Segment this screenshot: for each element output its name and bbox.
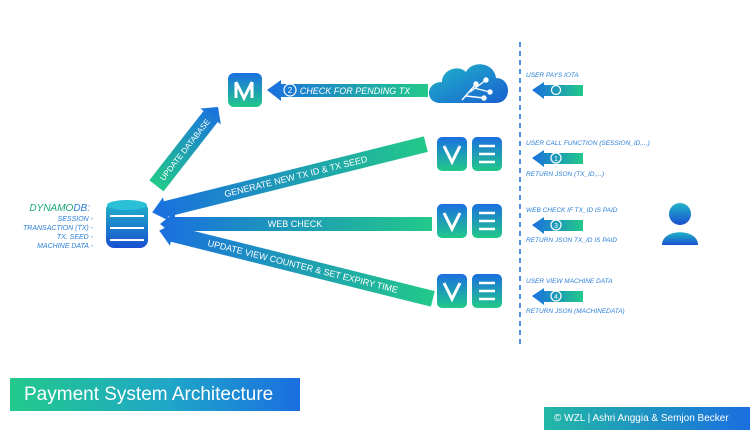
api-icon-row3: [472, 204, 502, 238]
return1-label: RETURN JSON (TX_ID,...): [526, 171, 604, 178]
step4-number: 4: [554, 294, 558, 301]
lambda-icon-row3: [437, 204, 467, 238]
step3-number: 3: [554, 223, 558, 230]
iota-cloud-icon: [428, 64, 508, 103]
dynamodb-item-seed: TX. SEED -: [57, 234, 94, 241]
step1-number: 1: [554, 156, 558, 163]
view-machine-label: USER VIEW MACHINE DATA: [526, 278, 612, 285]
user-pays-arrow: [532, 82, 583, 99]
step1-arrow: 1: [532, 150, 583, 167]
update-view-arrow: UPDATE VIEW COUNTER & SET EXPIRY TIME: [159, 222, 435, 307]
dynamodb-title-part2: DB:: [73, 203, 90, 214]
user-icon: [662, 203, 698, 245]
return3-label: RETURN JSON TX_ID IS PAID: [526, 237, 617, 244]
page-title: Payment System Architecture: [10, 378, 300, 411]
dynamodb-item-transaction: TRANSACTION (TX) -: [23, 225, 94, 232]
api-icon-row4: [472, 274, 502, 308]
lambda-icon-row4: [437, 274, 467, 308]
step3-arrow: 3: [532, 217, 583, 234]
web-check-label: WEB CHECK: [268, 219, 323, 229]
update-view-label: UPDATE VIEW COUNTER & SET EXPIRY TIME: [207, 238, 399, 295]
user-call-function-label: USER CALL FUNCTION (SESSION_ID,...): [526, 140, 650, 147]
dynamodb-item-session: SESSION -: [58, 216, 94, 223]
lambda-icon-row1: [437, 137, 467, 171]
dynamodb-title-part1: DYNAMO: [29, 203, 73, 214]
user-pays-label: USER PAYS IOTA: [526, 72, 579, 79]
web-check-if-label: WEB CHECK IF TX_ID IS PAID: [526, 207, 618, 214]
dynamodb-icon: [106, 200, 148, 248]
lambda-icon-top: [228, 73, 262, 107]
return4-label: RETURN JSON (MACHINEDATA): [526, 308, 625, 315]
step4-arrow: 4: [532, 288, 583, 305]
web-check-arrow: WEB CHECK: [160, 212, 432, 236]
check-pending-number: 2: [288, 86, 293, 95]
svg-text:DYNAMODB:: DYNAMODB:: [29, 203, 90, 214]
update-database-arrow: UPDATE DATABASE: [149, 107, 221, 192]
check-pending-arrow: 2 CHECK FOR PENDING TX: [267, 80, 428, 101]
dynamodb-label: DYNAMODB: SESSION - TRANSACTION (TX) - T…: [23, 203, 94, 250]
dynamodb-item-machine: MACHINE DATA -: [37, 243, 94, 250]
api-icon-row1: [472, 137, 502, 171]
iota-coin-icon: [550, 84, 562, 96]
copyright-banner: © WZL | Ashri Anggia & Semjon Becker: [544, 407, 750, 430]
generate-label: GENERATE NEW TX ID & TX SEED: [223, 154, 369, 199]
update-database-label: UPDATE DATABASE: [158, 117, 212, 182]
check-pending-label: CHECK FOR PENDING TX: [300, 86, 412, 96]
